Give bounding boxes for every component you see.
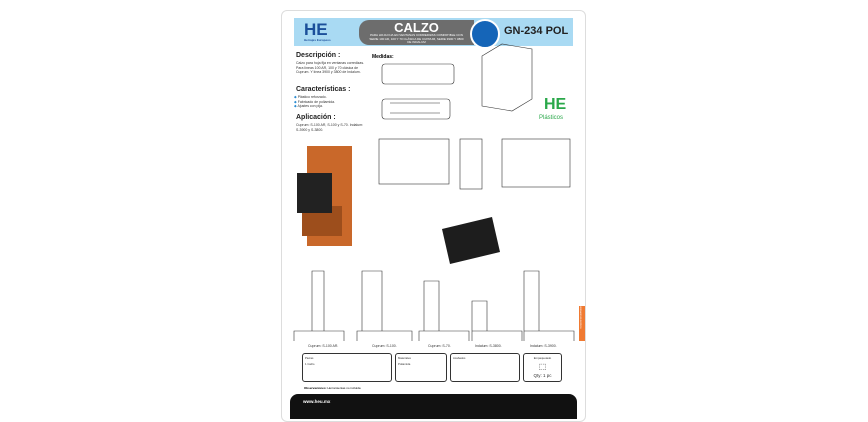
list-item: ◆ Plástico reforzado. bbox=[294, 95, 327, 99]
aplicacion-title: Aplicación : bbox=[296, 114, 336, 121]
profile-label: Cuprum: S-70. bbox=[428, 344, 451, 348]
acabados-box: Acabados bbox=[450, 353, 520, 382]
profile-label: Cuprum: S-100 AR. bbox=[308, 344, 339, 348]
footer-bar: www.heu.mx bbox=[290, 394, 577, 419]
drawing-top-view bbox=[381, 63, 455, 85]
medidas-title: Medidas: bbox=[372, 54, 394, 60]
profile-drawings bbox=[293, 270, 575, 341]
box-icon: ⬚ bbox=[538, 362, 547, 371]
drawing-front-view bbox=[378, 138, 450, 185]
descripcion-text: Calzo para hoja fija en ventanas corredi… bbox=[296, 61, 365, 74]
technical-drawings bbox=[293, 43, 575, 341]
profile-label: Cuprum: S-100. bbox=[372, 344, 397, 348]
product-code: GN-234 POL bbox=[504, 25, 569, 37]
drawing-section-view bbox=[501, 138, 571, 188]
caracteristicas-list: ◆ Plástico reforzado. ◆ Fabricado de pol… bbox=[294, 95, 364, 109]
observaciones: Observaciones: Herramientas no incluida bbox=[304, 386, 361, 390]
aplicacion-text: Cuprum: S-100 AR, S-100 y S-70. Indalum:… bbox=[296, 123, 364, 132]
caracteristicas-title: Características : bbox=[296, 86, 351, 93]
product-photo-calzo bbox=[297, 173, 332, 213]
plasticos-logo: HE bbox=[544, 96, 567, 113]
descripcion-title: Descripción : bbox=[296, 52, 341, 59]
plasticos-label: Plásticos bbox=[539, 115, 564, 121]
product-subtitle: PARA HOJA FIJA EN VENTANAS CORREDIZAS CO… bbox=[369, 33, 464, 44]
list-item: ◆ Ajustes con pija. bbox=[294, 104, 323, 108]
list-item: ◆ Fabricado de poliamida. bbox=[294, 99, 336, 104]
product-photo-3d bbox=[442, 217, 500, 264]
drawing-side-view bbox=[459, 138, 483, 190]
empaque-box: Empaquetado⬚Qty: 1 pc bbox=[523, 353, 562, 382]
drawing-bottom-view bbox=[381, 98, 451, 120]
profile-label: Indalum: S-3900. bbox=[530, 344, 557, 348]
profile-label: Indalum: S-3800. bbox=[475, 344, 502, 348]
drawing-isometric bbox=[481, 43, 533, 112]
side-tab: HERRAJES EUROPEOS bbox=[579, 306, 585, 341]
color-circle bbox=[470, 19, 500, 49]
title-banner: CALZO PARA HOJA FIJA EN VENTANAS CORREDI… bbox=[359, 20, 474, 45]
product-title: CALZO bbox=[394, 20, 439, 35]
footer-url: www.heu.mx bbox=[303, 399, 331, 404]
